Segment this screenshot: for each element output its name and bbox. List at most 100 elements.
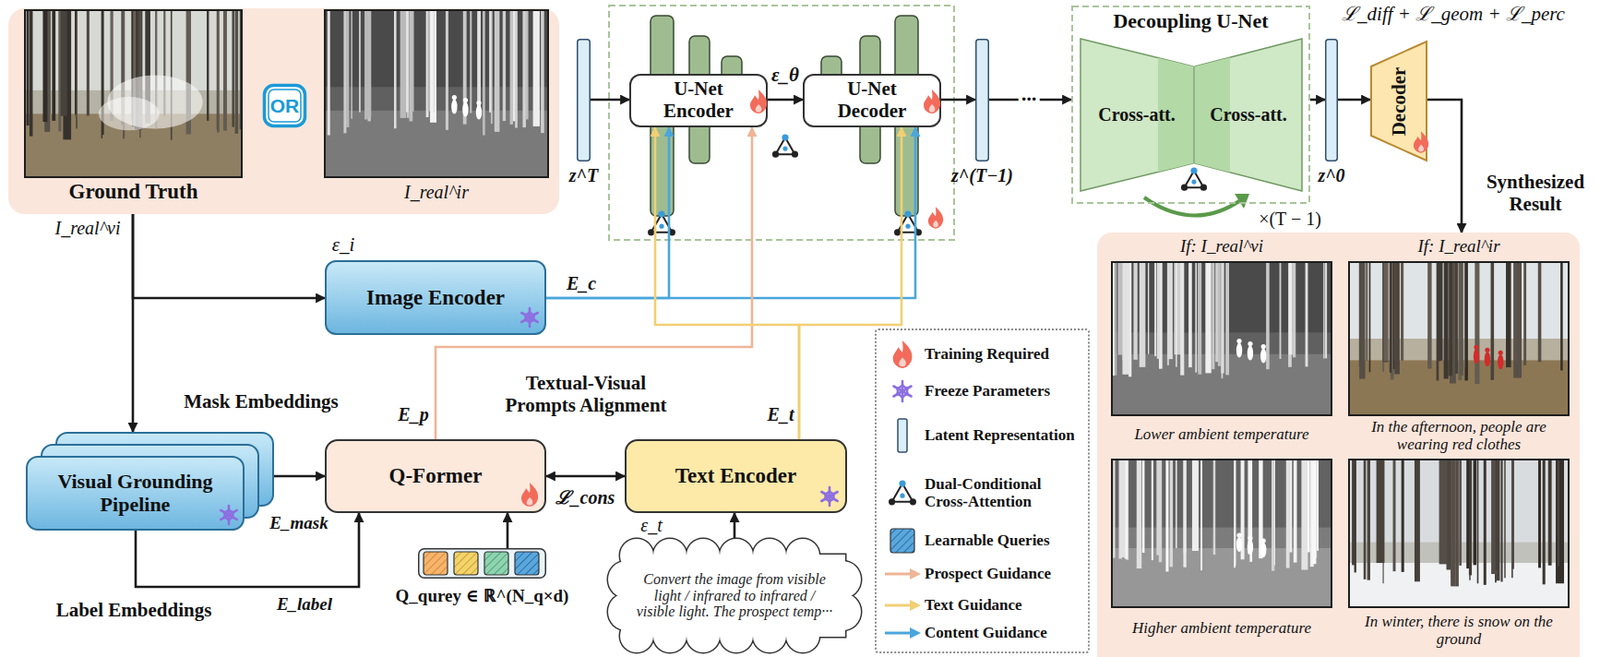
connector	[546, 127, 916, 299]
tree-trunk	[1119, 459, 1125, 558]
snowflake-tick	[830, 495, 836, 502]
node-shape	[1325, 38, 1338, 162]
snowflake-icon	[892, 381, 913, 402]
snowflake-tick	[226, 509, 232, 513]
loop-arrow	[1144, 197, 1242, 216]
panel-ground	[1097, 232, 1580, 657]
badge-inner	[268, 89, 301, 122]
tree-trunk	[1354, 459, 1357, 573]
legend-icon	[882, 610, 923, 656]
connector	[989, 98, 1072, 102]
process-box: U-Net Encoder	[629, 73, 768, 128]
process-box: U-Net Decoder	[802, 73, 942, 128]
badge-outline	[264, 85, 306, 127]
trapezoid	[1080, 38, 1194, 192]
person	[1473, 348, 1480, 364]
tree-trunk	[1458, 459, 1462, 566]
tree-trunk	[394, 10, 397, 129]
cross-attention-node	[1181, 184, 1188, 192]
legend-line	[884, 573, 912, 576]
snowflake-tick	[523, 316, 529, 323]
cross-attention-dot	[899, 493, 905, 499]
node-label: Decoupling U-Net	[1112, 10, 1268, 34]
person	[1260, 348, 1266, 364]
legend-row: Prospect Guidance	[876, 551, 1088, 597]
tree-trunk	[1444, 262, 1449, 379]
tree-trunk	[1156, 459, 1159, 556]
photo-frame	[1349, 262, 1569, 416]
shape-node: Convert the image from visible light / i…	[608, 537, 860, 654]
cloud-fill	[623, 554, 846, 637]
tree-trunk	[1439, 262, 1442, 362]
tree-trunk	[1557, 459, 1559, 567]
connector	[506, 513, 510, 549]
snowflake-tick	[904, 390, 910, 397]
snowflake-tick	[823, 495, 829, 502]
tree-trunk	[1483, 459, 1487, 586]
photo-frame	[1111, 459, 1332, 608]
node-label: U-Net Encoder	[654, 78, 743, 122]
annotation-label: Mask Embeddings	[183, 391, 338, 414]
legend-icon	[882, 369, 923, 414]
text-holder: Prospect Guidance	[924, 551, 1084, 597]
tree-trunk	[1292, 262, 1296, 358]
tree-trunk	[60, 10, 68, 117]
tree-trunk	[1128, 262, 1132, 377]
tree-trunk	[1151, 459, 1154, 561]
annotation-label: Textual-Visual Prompts Alignment	[493, 372, 679, 417]
tree-trunk	[1382, 262, 1388, 363]
snowflake-arm	[892, 383, 913, 399]
query-token	[514, 551, 539, 575]
cross-attention-dot	[905, 224, 910, 229]
tree-trunk	[1220, 262, 1224, 373]
process-box: Q-Former	[324, 439, 547, 514]
tree-trunk	[510, 10, 514, 125]
tree-trunk	[1451, 459, 1453, 585]
legend-line	[884, 632, 912, 635]
tree-trunk	[1200, 459, 1203, 571]
tree-trunk	[1414, 459, 1421, 582]
legend-text: Freeze Parameters	[924, 382, 1051, 400]
photo-frame	[1111, 262, 1332, 416]
flame-outer	[893, 340, 913, 369]
tree-trunk	[1194, 262, 1197, 373]
person	[1247, 346, 1254, 361]
flame-icon	[750, 89, 767, 114]
photo-sky	[1111, 459, 1332, 608]
snowflake-line	[220, 510, 237, 520]
tree-trunk	[477, 10, 481, 112]
snowflake-tick	[523, 311, 529, 319]
node-label: OR	[270, 95, 300, 118]
tree-trunk	[1464, 262, 1468, 381]
latent-node: z^0	[1325, 38, 1338, 162]
tree-trunk	[1450, 459, 1456, 586]
person	[1484, 347, 1490, 353]
annotation-label: I_real^vi	[54, 217, 120, 239]
snowflake-arm	[526, 308, 533, 327]
snowflake-icon	[520, 308, 539, 327]
tree-trunk	[1468, 459, 1472, 575]
snowflake-arm	[520, 310, 539, 324]
photo	[1349, 262, 1569, 416]
connector	[733, 513, 737, 538]
snowflake-tick	[226, 517, 232, 521]
legend-icon	[882, 470, 923, 515]
connector	[590, 98, 630, 102]
shape-node: Synthesized Result	[1097, 232, 1580, 657]
tree-trunk	[1192, 459, 1199, 551]
tree-trunk	[1394, 262, 1400, 374]
tree-trunk	[1167, 262, 1173, 359]
snowflake-tick	[526, 320, 533, 323]
panel-ground	[8, 8, 560, 215]
tree-trunk	[1173, 262, 1182, 355]
person	[1497, 354, 1504, 370]
snowflake-arm	[219, 507, 239, 522]
connector-label: ℒ_cons	[552, 487, 619, 508]
tree-trunk	[1301, 459, 1308, 571]
tree-trunk	[1305, 262, 1309, 367]
photo	[324, 10, 549, 178]
tree-trunk	[1448, 262, 1453, 376]
flame-inner	[898, 357, 907, 367]
photo-frame	[24, 10, 242, 178]
text-holder: Ground Truth	[24, 177, 242, 207]
